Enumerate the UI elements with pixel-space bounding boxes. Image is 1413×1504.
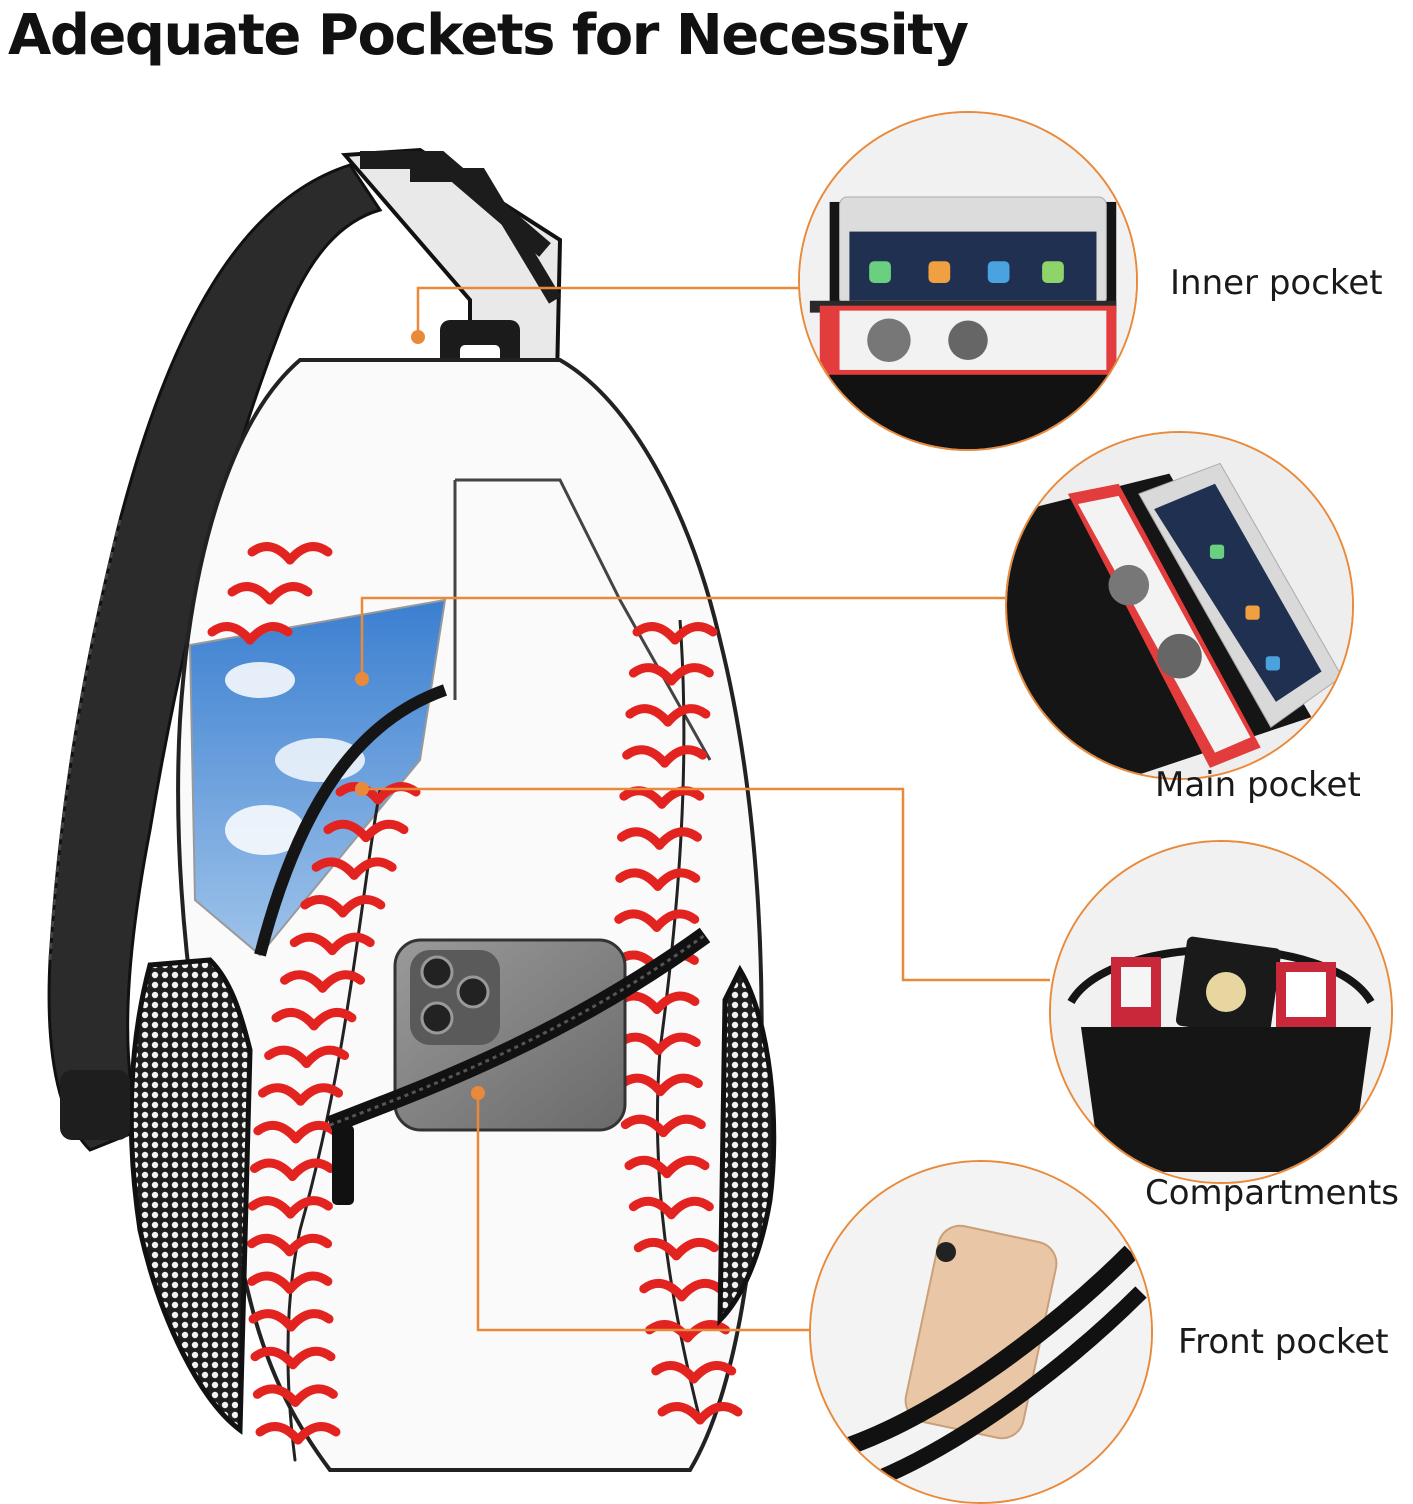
stitch-mark: [245, 622, 293, 645]
stitch-mark: [620, 1114, 668, 1138]
stitch-mark: [311, 857, 359, 880]
stitch-mark: [639, 1278, 687, 1302]
stitch-mark: [291, 1120, 339, 1144]
stitch-mark: [227, 582, 275, 605]
stitch-mark: [285, 542, 333, 565]
stitch-mark: [619, 786, 667, 809]
stitch-mark: [653, 1032, 701, 1056]
stitch-mark: [361, 819, 409, 843]
leader-lines: [360, 286, 1050, 1332]
stitch-mark: [258, 1083, 306, 1106]
stitch-mark: [666, 1196, 714, 1220]
stitch-mark: [670, 622, 718, 645]
stitch-mark: [622, 745, 670, 768]
shoulder-strap: [47, 163, 383, 1152]
stitch-mark: [617, 827, 665, 850]
stitch-mark: [286, 1309, 334, 1332]
stitch-mark: [655, 827, 703, 850]
stitch-mark: [285, 1271, 333, 1294]
stitch-mark: [695, 1402, 743, 1425]
stitch-mark: [247, 1271, 295, 1294]
stitch-mark: [327, 932, 375, 956]
page-title: Adequate Pockets for Necessity: [8, 3, 969, 68]
stitch-mark: [671, 1237, 719, 1261]
stitch-mark: [255, 1422, 303, 1445]
stitch-mark: [250, 1346, 298, 1370]
book-image: [188, 598, 447, 957]
stitch-mark: [280, 970, 328, 993]
stitch-mark: [309, 1007, 357, 1031]
stitch-mark: [302, 1045, 350, 1069]
phone-image: [393, 938, 627, 1132]
stitch-mark: [287, 1158, 335, 1181]
stitch-mark: [285, 1233, 333, 1257]
stitch-mark: [651, 1361, 699, 1384]
stitch-mark: [264, 1045, 312, 1069]
stitch-mark: [289, 932, 337, 956]
side-mesh-pocket-left: [128, 957, 253, 1435]
stitch-mark: [632, 622, 680, 645]
stitch-mark: [290, 1384, 338, 1407]
stitch-mark: [323, 819, 371, 843]
stitch-mark: [677, 1278, 725, 1302]
phone-in-zip-pocket-icon: [811, 1162, 1151, 1502]
stitch-mark: [614, 909, 662, 932]
stitch-mark: [652, 991, 700, 1014]
tablet-in-pocket-icon: [800, 113, 1136, 449]
stitch-mark: [655, 1073, 703, 1097]
stitch-mark: [625, 704, 673, 727]
stitch-mark: [663, 704, 711, 727]
stitch-mark: [633, 1237, 681, 1261]
stitch-mark: [615, 868, 663, 891]
stitch-mark: [653, 868, 701, 891]
stitch-mark: [248, 1309, 296, 1332]
stitch-mark: [660, 745, 708, 768]
stitch-mark: [293, 1422, 341, 1445]
stitch-mark: [247, 1233, 295, 1257]
stitch-mark: [657, 1402, 705, 1425]
stitch-mark: [288, 1346, 336, 1370]
stitch-mark: [265, 582, 313, 605]
compartments-label: Compartments: [1145, 1173, 1400, 1213]
stitch-mark: [249, 1158, 297, 1181]
stitch-mark: [624, 1155, 672, 1179]
stitch-mark: [338, 895, 386, 918]
stitch-mark: [628, 1196, 676, 1220]
stitch-mark: [247, 542, 295, 565]
compartments-detail: [1049, 840, 1393, 1184]
stitching-left: [286, 788, 382, 1462]
tablet-and-book-icon: [1007, 433, 1352, 778]
stitch-mark: [247, 1196, 295, 1219]
stitch-mark: [253, 1120, 301, 1144]
stitch-mark: [658, 1114, 706, 1138]
side-mesh-pocket-right: [717, 964, 777, 1327]
stitch-mark: [300, 895, 348, 918]
main-pocket-detail: [1005, 431, 1354, 780]
inner-pocket-label: Inner pocket: [1170, 263, 1383, 303]
stitch-mark: [657, 786, 705, 809]
stitch-mark: [662, 1155, 710, 1179]
stitch-mark: [645, 1319, 693, 1343]
stitch-mark: [318, 970, 366, 993]
stitch-mark: [652, 909, 700, 932]
stitch-mark: [349, 857, 397, 880]
stitch-mark: [271, 1007, 319, 1031]
stitch-mark: [666, 663, 714, 686]
main-pocket-label: Main pocket: [1155, 765, 1361, 805]
inner-pocket-detail: [798, 111, 1138, 451]
stitch-mark: [689, 1361, 737, 1384]
stitch-mark: [296, 1083, 344, 1106]
stitch-mark: [252, 1384, 300, 1407]
leader-dots: [355, 330, 485, 1100]
front-pocket-detail: [809, 1160, 1153, 1504]
stitch-mark: [628, 663, 676, 686]
stitch-mark: [207, 622, 255, 645]
front-pocket-label: Front pocket: [1178, 1322, 1389, 1362]
stitch-mark: [285, 1196, 333, 1219]
cards-in-compartment-icon: [1051, 842, 1391, 1182]
stitch-mark: [683, 1319, 731, 1343]
